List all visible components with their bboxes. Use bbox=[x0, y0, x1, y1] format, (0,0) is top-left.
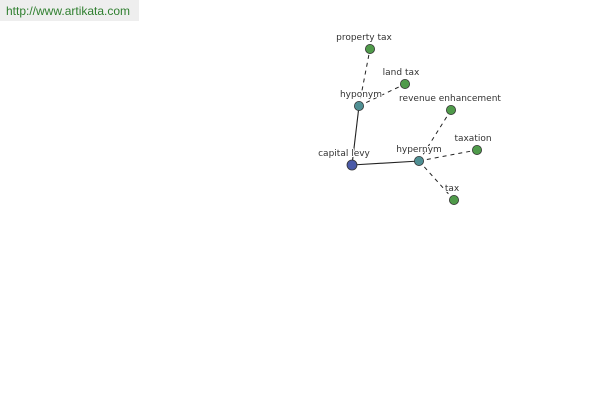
node-label-property-tax[interactable]: property tax bbox=[335, 32, 393, 44]
node-tax[interactable]: tax bbox=[444, 183, 461, 205]
node-property-tax[interactable]: property tax bbox=[335, 32, 394, 55]
node-marker-revenue-enhancement[interactable] bbox=[445, 105, 456, 116]
edge-hyponym-to-land-tax bbox=[358, 83, 406, 107]
node-marker-hypernym[interactable] bbox=[413, 155, 424, 166]
node-hypernym[interactable]: hypernym bbox=[395, 144, 443, 166]
source-url-banner[interactable]: http://www.artikata.com bbox=[0, 0, 139, 21]
edge-hyponym-to-property-tax bbox=[358, 48, 371, 107]
node-marker-capital-levy[interactable] bbox=[346, 159, 358, 171]
node-marker-land-tax[interactable] bbox=[399, 79, 410, 90]
node-land-tax[interactable]: land tax bbox=[382, 67, 421, 90]
edge-hypernym-to-taxation bbox=[418, 149, 478, 162]
node-marker-hyponym[interactable] bbox=[353, 101, 364, 112]
edge-capital-levy-to-hypernym bbox=[351, 160, 420, 166]
nodes-layer: capital levy hyponym hypernym property tax l… bbox=[317, 32, 502, 205]
node-label-revenue-enhancement[interactable]: revenue enhancement bbox=[398, 93, 502, 105]
node-label-hyponym[interactable]: hyponym bbox=[339, 89, 383, 101]
node-marker-property-tax[interactable] bbox=[364, 44, 375, 55]
source-url-text: http://www.artikata.com bbox=[6, 4, 131, 18]
node-label-taxation[interactable]: taxation bbox=[453, 133, 492, 145]
node-label-capital-levy[interactable]: capital levy bbox=[317, 148, 371, 160]
node-label-tax[interactable]: tax bbox=[444, 183, 461, 195]
edge-hypernym-to-tax bbox=[418, 160, 455, 201]
node-hyponym[interactable]: hyponym bbox=[339, 89, 383, 112]
node-marker-tax[interactable] bbox=[448, 194, 459, 205]
node-label-land-tax[interactable]: land tax bbox=[382, 67, 421, 79]
node-revenue-enhancement[interactable]: revenue enhancement bbox=[398, 93, 502, 116]
node-marker-taxation[interactable] bbox=[471, 144, 482, 155]
node-taxation[interactable]: taxation bbox=[453, 133, 493, 155]
node-label-hypernym[interactable]: hypernym bbox=[395, 144, 443, 156]
node-capital-levy[interactable]: capital levy bbox=[317, 148, 372, 171]
edge-hypernym-to-revenue-enhancement bbox=[418, 109, 452, 162]
edges-layer bbox=[351, 48, 478, 201]
edge-capital-levy-to-hyponym bbox=[351, 105, 360, 166]
